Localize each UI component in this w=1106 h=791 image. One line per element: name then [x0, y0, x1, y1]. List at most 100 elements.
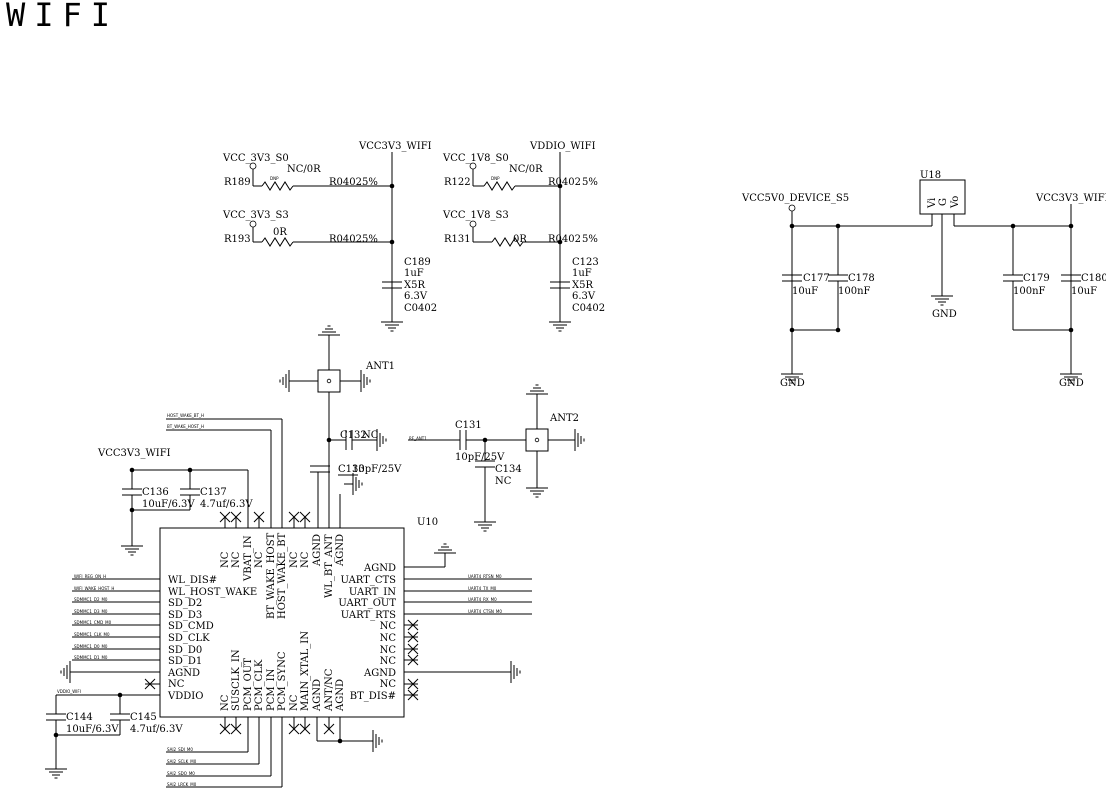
sig-wifi-wake-host: WIFI_WAKE_HOST_H — [74, 586, 114, 591]
u10-pin-vddio: VDDIO — [167, 691, 203, 702]
c179-value: 100nF — [1013, 286, 1046, 297]
sig-sdmmc1-d1: SDMMC1_D1_M0 — [74, 655, 108, 660]
u10-pin-top-nc-2: NC — [231, 551, 242, 568]
u10-ref: U10 — [417, 517, 438, 528]
sig-sai2-sdo: SAI2_SDO_M0 — [167, 771, 195, 776]
u10-pin-agnd-right-2: AGND — [363, 668, 396, 679]
u10-pin-top-nc-1: NC — [220, 551, 231, 568]
net-vddio-wifi: VDDIO_WIFI — [529, 141, 596, 152]
r189-tol: 5% — [362, 177, 378, 188]
u10-pin-wl-host-wake: WL_HOST_WAKE — [168, 587, 257, 598]
c133-value: 10pF/25V — [352, 464, 402, 475]
r122-value: NC/0R — [509, 164, 543, 175]
gnd-label-2: GND — [932, 309, 957, 320]
net-vcc3v3-wifi: VCC3V3_WIFI — [358, 141, 432, 152]
r131-tol: 5% — [582, 234, 598, 245]
sig-uart4-rtsn: UART4_RTSN_M0 — [468, 574, 502, 579]
u10-pin-top-agnd-1: AGND — [312, 534, 323, 567]
c189-volt: 6.3V — [404, 291, 428, 302]
c123-value: 1uF — [572, 268, 592, 279]
u18-pin-vi: Vi — [927, 198, 938, 209]
net-vcc3v3-wifi-3: VCC3V3_WIFI — [97, 448, 171, 459]
c177-ref: C177 — [803, 273, 830, 284]
u10-pin-susclk-in: SUSCLK_IN — [231, 649, 242, 711]
c123-ref: C123 — [572, 257, 599, 268]
r122-pkg: R0402 — [548, 177, 581, 188]
u10-pin-wl-bt-ant: WL_BT_ANT — [324, 534, 335, 598]
u10-pin-top-agnd-2: AGND — [335, 534, 346, 567]
r131-pkg: R0402 — [548, 234, 581, 245]
u10-module: U10 WL_DIS# WL_HOST_WAKE SD_D2 SD_D3 SD_… — [60, 413, 532, 787]
u10-pin-agnd-right-1: AGND — [363, 563, 396, 574]
ant1-ref: ANT1 — [365, 361, 395, 372]
u10-pin-pcm-out: PCM_OUT — [243, 658, 254, 711]
right-signal-labels: UART4_RTSN_M0 UART4_TX_M0 UART4_RX_M0 UA… — [468, 574, 502, 614]
r193-value: 0R — [273, 227, 287, 238]
u10-vbat-decoupling: VCC3V3_WIFI C136 10uF/6.3V C137 4.7uf/6.… — [97, 448, 253, 556]
r193-pkg: R0402 — [329, 234, 362, 245]
sig-sai2-lrck: SAI2_LRCK_M0 — [167, 782, 197, 787]
c132-value: NC — [362, 430, 379, 441]
gnd-label-3: GND — [1059, 378, 1084, 389]
c189-diel: X5R — [404, 280, 425, 291]
c123-pkg: C0402 — [572, 303, 605, 314]
u10-pin-uart-cts: UART_CTS — [340, 575, 396, 586]
u10-right-pins: AGND UART_CTS UART_IN UART_OUT UART_RTS … — [338, 563, 396, 702]
net-rf-ant1: RF_ANT1 — [409, 436, 427, 441]
c145-ref: C145 — [130, 712, 157, 723]
net-vcc3v3-s3: VCC_3V3_S3 — [222, 210, 289, 221]
u10-pin-nc-left: NC — [168, 679, 185, 690]
c134-ref: C134 — [495, 464, 522, 475]
u18-pin-g: G — [938, 198, 949, 206]
u10-pin-uart-rts: UART_RTS — [341, 610, 396, 621]
u10-pin-nc-right-4: NC — [380, 656, 397, 667]
u10-pin-nc-right-3: NC — [380, 645, 397, 656]
u10-pin-sd-d0: SD_D0 — [168, 645, 202, 656]
r131-value: 0R — [513, 234, 527, 245]
left-signal-labels: WIFI_REG_ON_H WIFI_WAKE_HOST_H SDMMC1_D2… — [74, 574, 114, 660]
r193-ref: R193 — [224, 234, 251, 245]
c177-value: 10uF — [792, 286, 818, 297]
u10-pin-ant-nc: ANT/NC — [324, 668, 335, 712]
c131-value: 10pF/25V — [455, 452, 505, 463]
vcc3v3-wifi-selector: VCC3V3_WIFI VCC_3V3_S0 R189 DNP NC/0R R0… — [222, 141, 437, 332]
c137-ref: C137 — [200, 487, 227, 498]
u10-pin-main-xtal-in: MAIN_XTAL_IN — [300, 631, 311, 711]
c132-ref: C132 — [340, 430, 367, 441]
c180-value: 10uF — [1071, 286, 1097, 297]
u10-pin-pcm-in: PCM_IN — [266, 668, 277, 711]
r189-value: NC/0R — [287, 164, 321, 175]
u10-pin-top-nc-3: NC — [254, 551, 265, 568]
sig-uart4-ctsn: UART4_CTSN_M0 — [468, 609, 502, 614]
c123-volt: 6.3V — [572, 291, 596, 302]
r193-tol: 5% — [362, 234, 378, 245]
u10-pin-sd-d3: SD_D3 — [168, 610, 202, 621]
c123-diel: X5R — [572, 280, 593, 291]
u10-vddio-decoupling: VDDIO_WIFI C144 10uF/6.3V C145 4.7uf/6.3… — [44, 689, 183, 779]
r189-pkg: R0402 — [329, 177, 362, 188]
c134-value: NC — [495, 476, 512, 487]
u10-pin-agnd-left: AGND — [167, 668, 200, 679]
r131-ref: R131 — [444, 234, 471, 245]
sig-bt-wake-host: BT_WAKE_HOST_H — [167, 424, 204, 429]
u10-pin-nc-right-2: NC — [380, 633, 397, 644]
u10-pin-bt-dis: BT_DIS# — [350, 691, 396, 702]
u10-pin-sd-cmd: SD_CMD — [168, 621, 214, 632]
c178-ref: C178 — [848, 273, 875, 284]
c189-pkg: C0402 — [404, 303, 437, 314]
u10-pin-vbat-in: VBAT_IN — [243, 535, 254, 582]
sig-uart4-rx: UART4_RX_M0 — [468, 597, 497, 602]
u10-pin-top-nc-5: NC — [300, 551, 311, 568]
net-vcc3v3-wifi-2: VCC3V3_WIFI — [1035, 193, 1106, 204]
r189-dnp: DNP — [270, 176, 279, 181]
sig-sai2-sclk: SAI2_SCLK_M0 — [167, 759, 197, 764]
c137-value: 4.7uf/6.3V — [200, 499, 253, 510]
u10-pin-nc-right-5: NC — [380, 679, 397, 690]
u18-pin-vo: Vo — [950, 196, 961, 209]
c178-value: 100nF — [838, 286, 871, 297]
u10-pin-uart-in: UART_IN — [349, 587, 396, 598]
sig-sdmmc1-d2: SDMMC1_D2_M0 — [74, 597, 108, 602]
sig-sai2-sdi: SAI2_SDI_M0 — [167, 747, 193, 752]
c136-value: 10uF/6.3V — [142, 499, 195, 510]
